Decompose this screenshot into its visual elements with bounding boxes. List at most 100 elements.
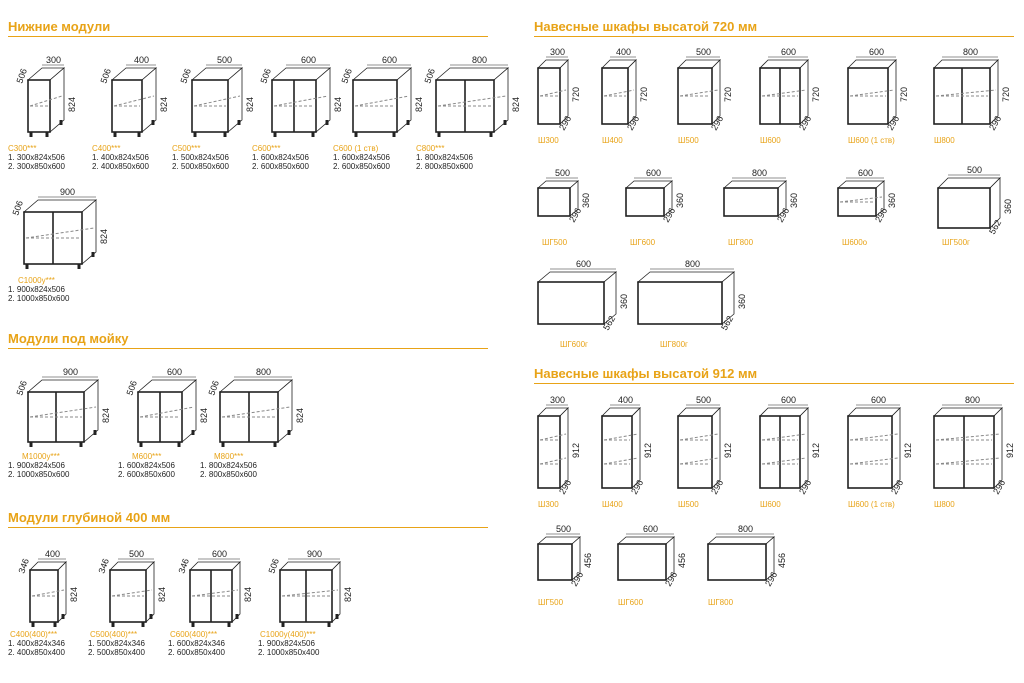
cabinet-leg <box>223 132 227 137</box>
shelf-line <box>281 589 339 597</box>
shelf-line <box>603 457 639 465</box>
cabinet-leg <box>29 442 33 447</box>
module-code: С1000у(400)*** <box>260 630 316 639</box>
shelf-line <box>839 196 883 203</box>
cabinet-side <box>799 407 809 489</box>
cabinet-leg <box>25 264 29 269</box>
cabinet-top <box>279 561 341 571</box>
cabinet-side <box>559 407 569 489</box>
cabinet-side <box>57 561 67 623</box>
module-code: Ш600 (1 ств) <box>848 500 895 509</box>
shelf-line <box>935 89 997 97</box>
module-code: С300*** <box>8 144 37 153</box>
module-code: С400(400)*** <box>10 630 58 639</box>
shelf-line <box>273 95 329 107</box>
width-label: 300 <box>550 395 565 405</box>
height-label: 824 <box>67 97 77 112</box>
module-spec: 1. 900x824x506 <box>258 639 315 648</box>
module-code: Ш300 <box>538 500 559 509</box>
cabinet-side <box>145 561 155 623</box>
module-code: М800*** <box>214 452 244 461</box>
module-spec: 1. 500x824x346 <box>88 639 145 648</box>
cabinet-leg <box>325 120 329 125</box>
depth-label: 506 <box>206 379 221 397</box>
depth-label: 506 <box>339 67 354 85</box>
module-spec: 2. 600x850x400 <box>168 648 225 657</box>
width-label: 600 <box>576 259 591 269</box>
section-title-depth400: Модули глубиной 400 мм <box>8 510 488 528</box>
module-spec: 1. 800x824x506 <box>416 153 473 162</box>
height-label: 720 <box>811 87 821 102</box>
height-label: 912 <box>811 443 821 458</box>
cabinet-leg <box>273 132 277 137</box>
shelf-line <box>193 95 241 107</box>
cabinet-top <box>189 561 241 571</box>
shelf-line <box>354 95 410 107</box>
width-label: 400 <box>618 395 633 405</box>
height-label: 824 <box>245 97 255 112</box>
height-label: 360 <box>675 193 685 208</box>
module-spec: 1. 500x824x506 <box>172 153 229 162</box>
module-code: С500(400)*** <box>90 630 138 639</box>
cabinet-top <box>933 59 999 69</box>
cabinet-top <box>636 271 736 283</box>
height-label: 912 <box>571 443 581 458</box>
width-label: 600 <box>212 549 227 559</box>
shelf-line <box>935 433 1001 441</box>
shelf-line <box>935 457 1001 465</box>
cabinet-front <box>617 543 667 581</box>
cabinet-front <box>601 415 633 489</box>
cabinet-front <box>637 281 723 325</box>
shelf-line <box>603 433 639 441</box>
height-label: 360 <box>737 294 747 309</box>
cabinet-leg <box>406 120 410 125</box>
width-label: 600 <box>869 47 884 57</box>
module-spec: 2. 300x850x600 <box>8 162 65 171</box>
depth-label: 506 <box>10 199 25 217</box>
height-label: 456 <box>677 553 687 568</box>
shelf-line <box>191 589 239 597</box>
height-label: 720 <box>571 87 581 102</box>
cabinet-top <box>536 271 618 283</box>
section-title-wall720: Навесные шкафы высатой 720 мм <box>534 19 1014 37</box>
section-title-lower: Нижние модули <box>8 19 488 37</box>
module-spec: 2. 800x850x600 <box>416 162 473 171</box>
width-label: 600 <box>858 168 873 178</box>
module-code: С600(400)*** <box>170 630 218 639</box>
width-label: 300 <box>550 47 565 57</box>
module-code: М1000у*** <box>22 452 60 461</box>
width-label: 600 <box>781 47 796 57</box>
height-label: 360 <box>581 193 591 208</box>
shelf-line <box>761 457 807 465</box>
cabinet-top <box>933 407 1003 417</box>
width-label: 600 <box>871 395 886 405</box>
cabinet-front <box>537 543 573 581</box>
